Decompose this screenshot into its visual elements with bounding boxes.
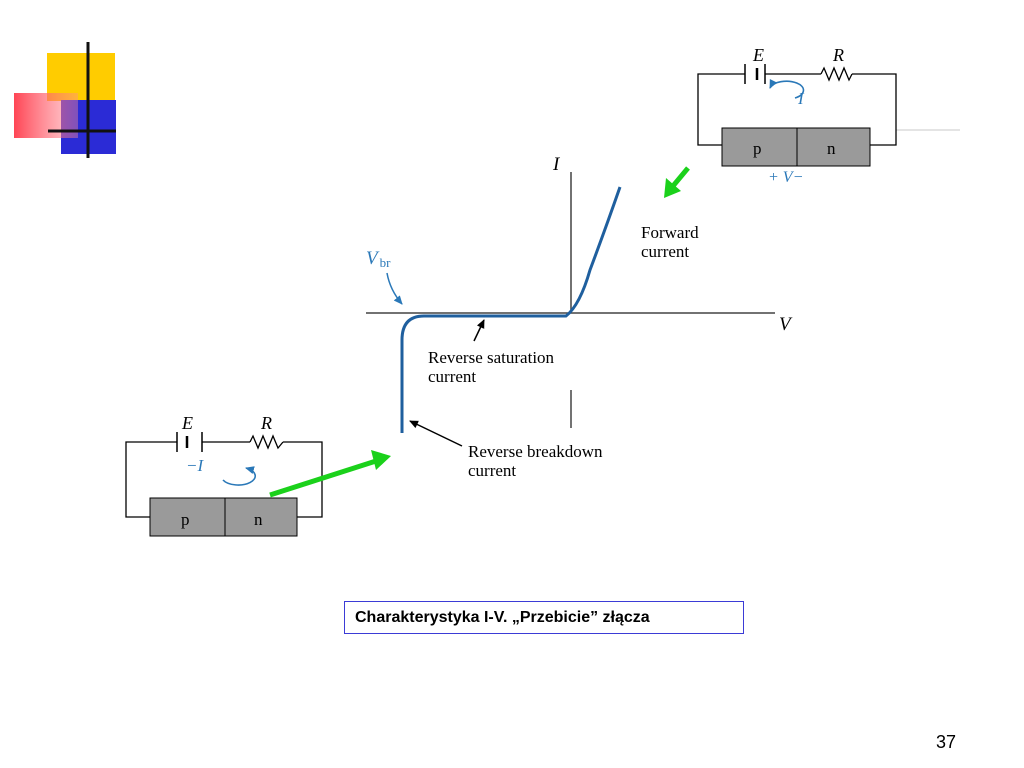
forward-wire-right [852, 73, 897, 146]
forward-current-label: I [797, 89, 805, 108]
vbr-subscript: br [380, 255, 392, 270]
reverse-current-loop-arrow [222, 466, 256, 486]
decorative-logo [14, 42, 116, 158]
reverse-breakdown-label-line1: Reverse breakdown [468, 442, 603, 461]
iv-curve [400, 186, 622, 433]
page-number: 37 [936, 732, 957, 752]
forward-device-p-region [721, 127, 798, 167]
forward-r-label: R [832, 45, 844, 65]
reverse-device-p-region [149, 497, 226, 537]
forward-current-label-line2: current [641, 242, 689, 261]
reverse-saturation-label-line1: Reverse saturation [428, 348, 555, 367]
axis-v-label: V [779, 314, 793, 335]
reverse-wire [125, 441, 177, 518]
reverse-n-label: n [254, 510, 263, 529]
green-arrow-forward-shaft [671, 166, 690, 188]
forward-device-n-region [796, 127, 871, 167]
forward-resistor [820, 66, 853, 82]
green-arrow-reverse-shaft [269, 458, 377, 498]
reverse-breakdown-arrow [409, 420, 463, 447]
forward-n-label: n [827, 139, 836, 158]
caption-box: Charakterystyka I-V. „Przebicie” złącza [344, 601, 744, 634]
reverse-saturation-label-line2: current [428, 367, 476, 386]
forward-p-label: p [753, 139, 762, 158]
reverse-breakdown-label-line2: current [468, 461, 516, 480]
caption-text: Charakterystyka I-V. „Przebicie” złącza [355, 608, 650, 626]
forward-current-loop-arrow [769, 79, 805, 99]
green-arrow-reverse-head [371, 450, 391, 470]
green-arrow-forward-head [664, 178, 681, 198]
forward-bias-circuit: E R I p n + V− [697, 45, 960, 186]
forward-wire [697, 73, 745, 146]
forward-voltage-label: + V− [768, 169, 803, 186]
reverse-device-n-region [224, 497, 298, 537]
reverse-saturation-arrow [473, 319, 485, 342]
axis-i-label: I [552, 154, 561, 175]
green-pointer-arrows [269, 166, 690, 498]
reverse-current-label: −I [186, 456, 204, 475]
forward-e-label: E [752, 45, 764, 65]
reverse-r-label: R [260, 413, 272, 433]
forward-current-label-line1: Forward [641, 223, 699, 242]
reverse-p-label: p [181, 510, 190, 529]
vbr-arrow [386, 272, 403, 305]
reverse-bias-circuit: E R −I p n [125, 413, 323, 537]
reverse-resistor [249, 434, 284, 450]
reverse-e-label: E [181, 413, 193, 433]
